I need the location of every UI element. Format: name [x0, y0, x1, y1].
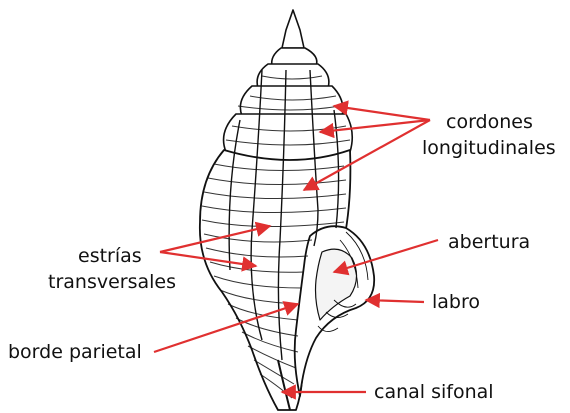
label-canal-sifonal: canal sifonal: [374, 381, 494, 403]
label-labro: labro: [432, 291, 480, 313]
label-longitudinales: longitudinales: [422, 137, 556, 159]
label-cordones: cordones: [446, 111, 533, 133]
label-abertura: abertura: [448, 231, 530, 253]
label-transversales: transversales: [48, 271, 176, 293]
shell-apex: [282, 10, 304, 48]
leader-labro: [366, 300, 424, 302]
shell-illustration: [200, 10, 374, 410]
label-borde-parietal: borde parietal: [8, 341, 142, 363]
label-estrias: estrías: [78, 245, 142, 267]
